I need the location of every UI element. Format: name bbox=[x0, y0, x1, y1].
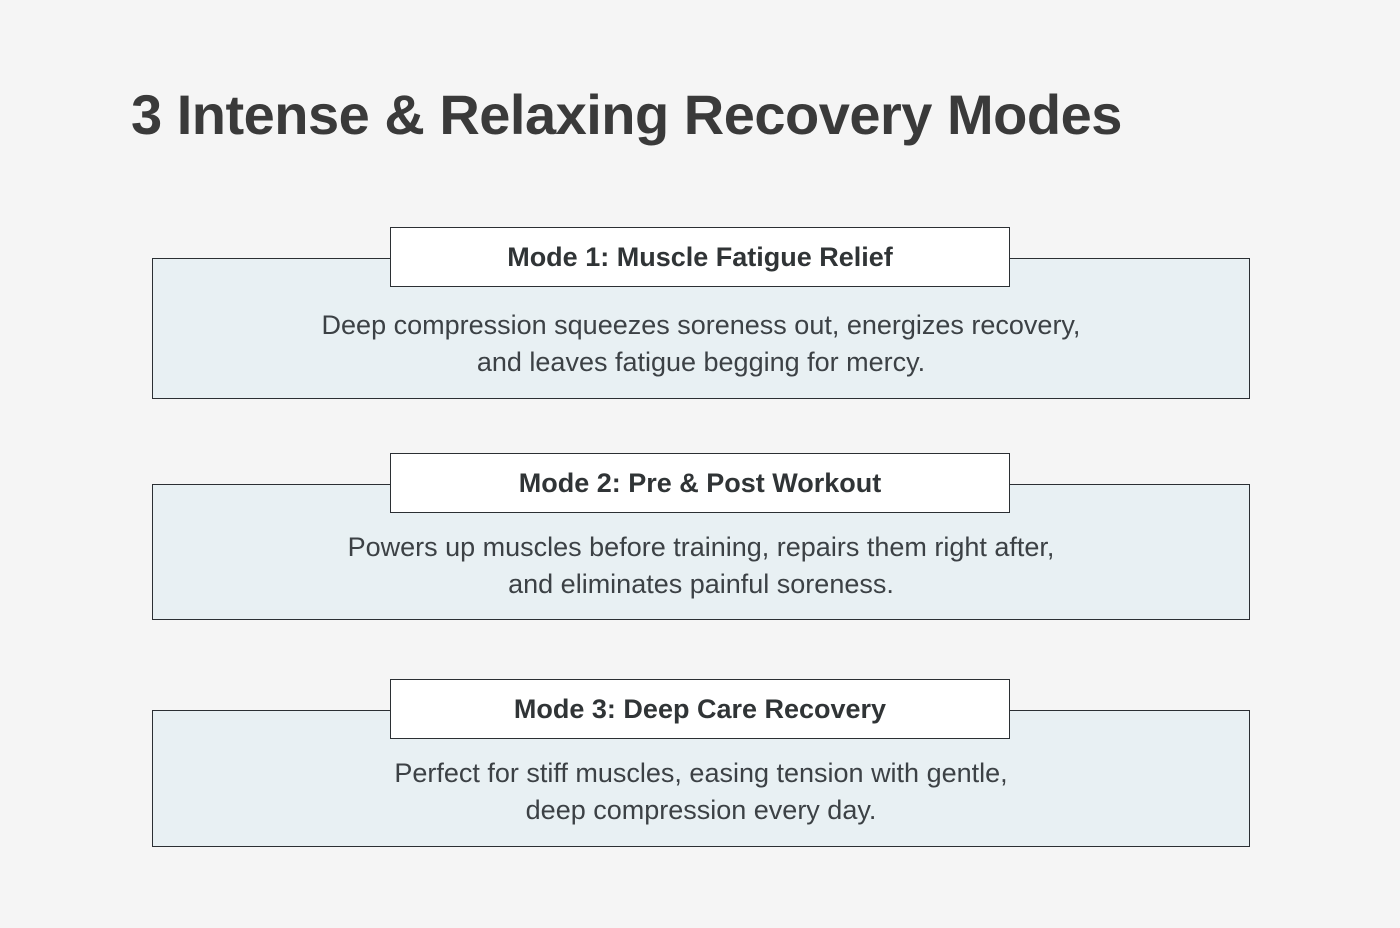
mode-label-2: Mode 2: Pre & Post Workout bbox=[390, 453, 1010, 513]
mode-description-3: Perfect for stiff muscles, easing tensio… bbox=[394, 758, 1008, 825]
mode-description-1: Deep compression squeezes soreness out, … bbox=[321, 310, 1081, 377]
mode-label-1: Mode 1: Muscle Fatigue Relief bbox=[390, 227, 1010, 287]
mode-label-3: Mode 3: Deep Care Recovery bbox=[390, 679, 1010, 739]
page-title: 3 Intense & Relaxing Recovery Modes bbox=[131, 83, 1122, 146]
mode-card-3: Perfect for stiff muscles, easing tensio… bbox=[152, 710, 1250, 847]
mode-description-2: Powers up muscles before training, repai… bbox=[347, 532, 1055, 599]
